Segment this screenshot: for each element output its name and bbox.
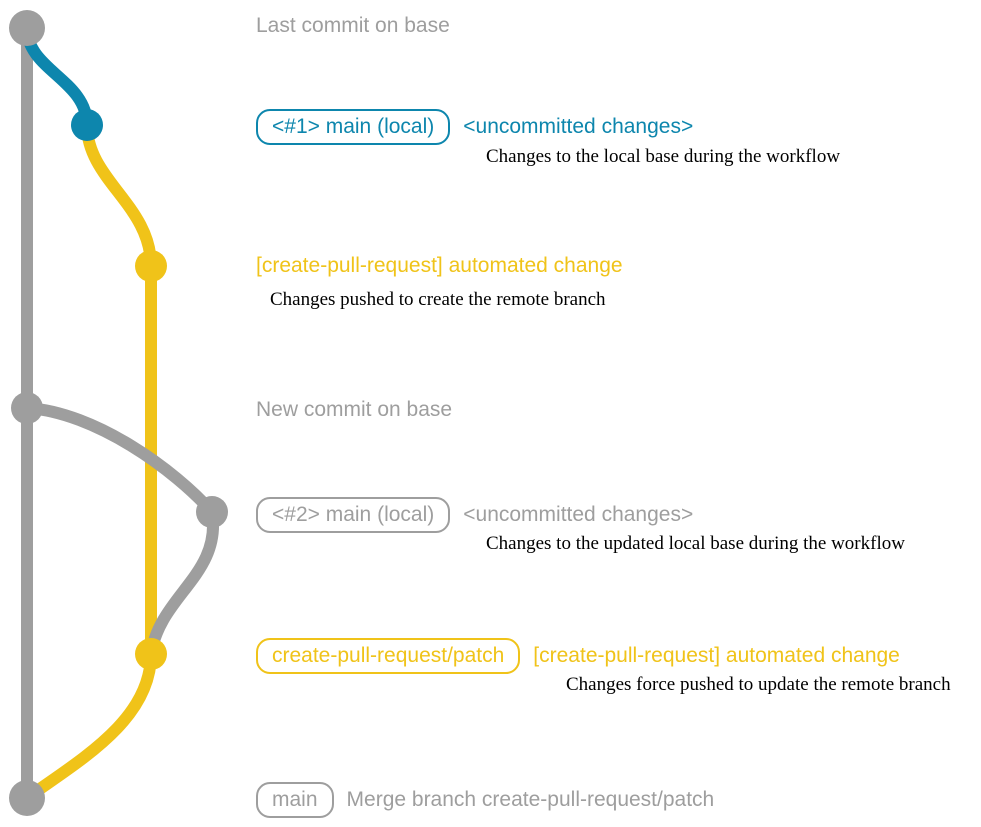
node-base-new-commit — [11, 392, 43, 424]
commit-row-local-1: <#1> main (local) <uncommitted changes> — [256, 109, 693, 145]
commit-description-patch-1: Changes pushed to create the remote bran… — [270, 289, 606, 310]
branch-badge-main-local-2[interactable]: <#2> main (local) — [256, 497, 451, 533]
commit-title-local-1: <uncommitted changes> — [463, 115, 694, 138]
node-base-head — [9, 10, 45, 46]
node-patch-commit-1 — [135, 250, 167, 282]
branch-badge-main[interactable]: main — [256, 782, 334, 818]
edge-local2-to-patch2 — [145, 506, 220, 660]
node-local-commit-1 — [71, 109, 103, 141]
heading-last-commit-on-base: Last commit on base — [256, 14, 450, 37]
branch-badge-main-local-1[interactable]: <#1> main (local) — [256, 109, 451, 145]
commit-row-local-2: <#2> main (local) <uncommitted changes> — [256, 497, 693, 533]
node-merge-commit — [9, 780, 45, 816]
edge-local1-to-patch1 — [81, 119, 157, 272]
commit-row-merge: main Merge branch create-pull-request/pa… — [256, 782, 714, 818]
edge-patch2-to-merge — [21, 648, 157, 804]
commit-description-patch-2: Changes force pushed to update the remot… — [566, 674, 951, 695]
node-patch-commit-2 — [135, 638, 167, 670]
commit-description-local-2: Changes to the updated local base during… — [486, 533, 905, 554]
edge-base2-to-local2 — [21, 402, 218, 518]
node-local-commit-2 — [196, 496, 228, 528]
commit-row-patch-2: create-pull-request/patch [create-pull-r… — [256, 638, 900, 674]
branch-badge-create-pull-request-patch[interactable]: create-pull-request/patch — [256, 638, 521, 674]
commit-description-local-1: Changes to the local base during the wor… — [486, 146, 841, 167]
commit-title-merge: Merge branch create-pull-request/patch — [346, 788, 715, 811]
commit-title-patch-1: [create-pull-request] automated change — [256, 254, 623, 277]
commit-nodes — [9, 10, 228, 816]
commit-title-local-2: <uncommitted changes> — [463, 503, 694, 526]
heading-new-commit-on-base: New commit on base — [256, 398, 453, 421]
commit-title-patch-2: [create-pull-request] automated change — [533, 644, 900, 667]
